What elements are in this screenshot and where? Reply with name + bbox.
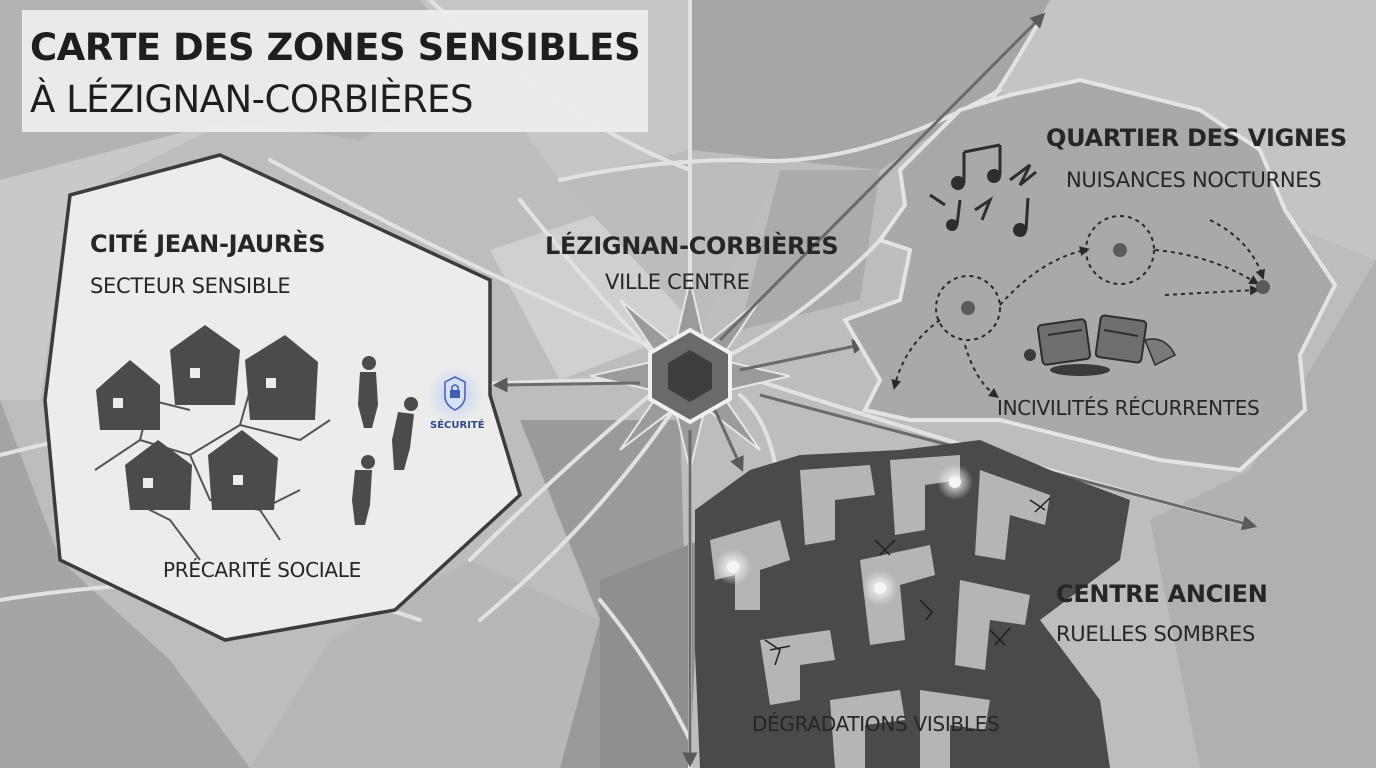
zone-cite-name: CITÉ JEAN-JAURÈS — [90, 230, 326, 258]
map-title: CARTE DES ZONES SENSIBLES — [30, 26, 641, 69]
zone-ancien-note: DÉGRADATIONS VISIBLES — [752, 712, 1000, 736]
zone-vignes-note: INCIVILITÉS RÉCURRENTES — [997, 396, 1260, 420]
zone-vignes-panel — [842, 77, 1338, 473]
streetlight-icon — [715, 464, 973, 606]
zone-vignes-subtitle: NUISANCES NOCTURNES — [1066, 168, 1322, 192]
padlock-shield-icon — [427, 367, 483, 423]
house-windows — [113, 368, 276, 488]
center-subtitle: VILLE CENTRE — [605, 270, 750, 294]
title-plate — [22, 10, 648, 132]
center-name: LÉZIGNAN-CORBIÈRES — [545, 232, 839, 260]
slumped-person-icon — [352, 356, 418, 525]
map-subtitle: À LÉZIGNAN-CORBIÈRES — [30, 78, 473, 121]
zone-cite-subtitle: SECTEUR SENSIBLE — [90, 274, 291, 298]
node-points — [961, 243, 1270, 315]
zone-ancien-name: CENTRE ANCIEN — [1056, 580, 1268, 608]
broken-bench-icon — [1024, 314, 1177, 376]
broken-house-icon — [96, 325, 318, 510]
zone-cite-note: PRÉCARITÉ SOCIALE — [163, 558, 361, 582]
zone-ancien-subtitle: RUELLES SOMBRES — [1056, 622, 1255, 646]
music-notes-icon — [929, 143, 1037, 237]
maze-cracks — [764, 497, 1051, 666]
zone-vignes-name: QUARTIER DES VIGNES — [1046, 124, 1347, 152]
security-label: SÉCURITÉ — [430, 420, 485, 431]
dotted-circulation-paths — [891, 215, 1266, 399]
center-hexagon — [648, 327, 732, 425]
